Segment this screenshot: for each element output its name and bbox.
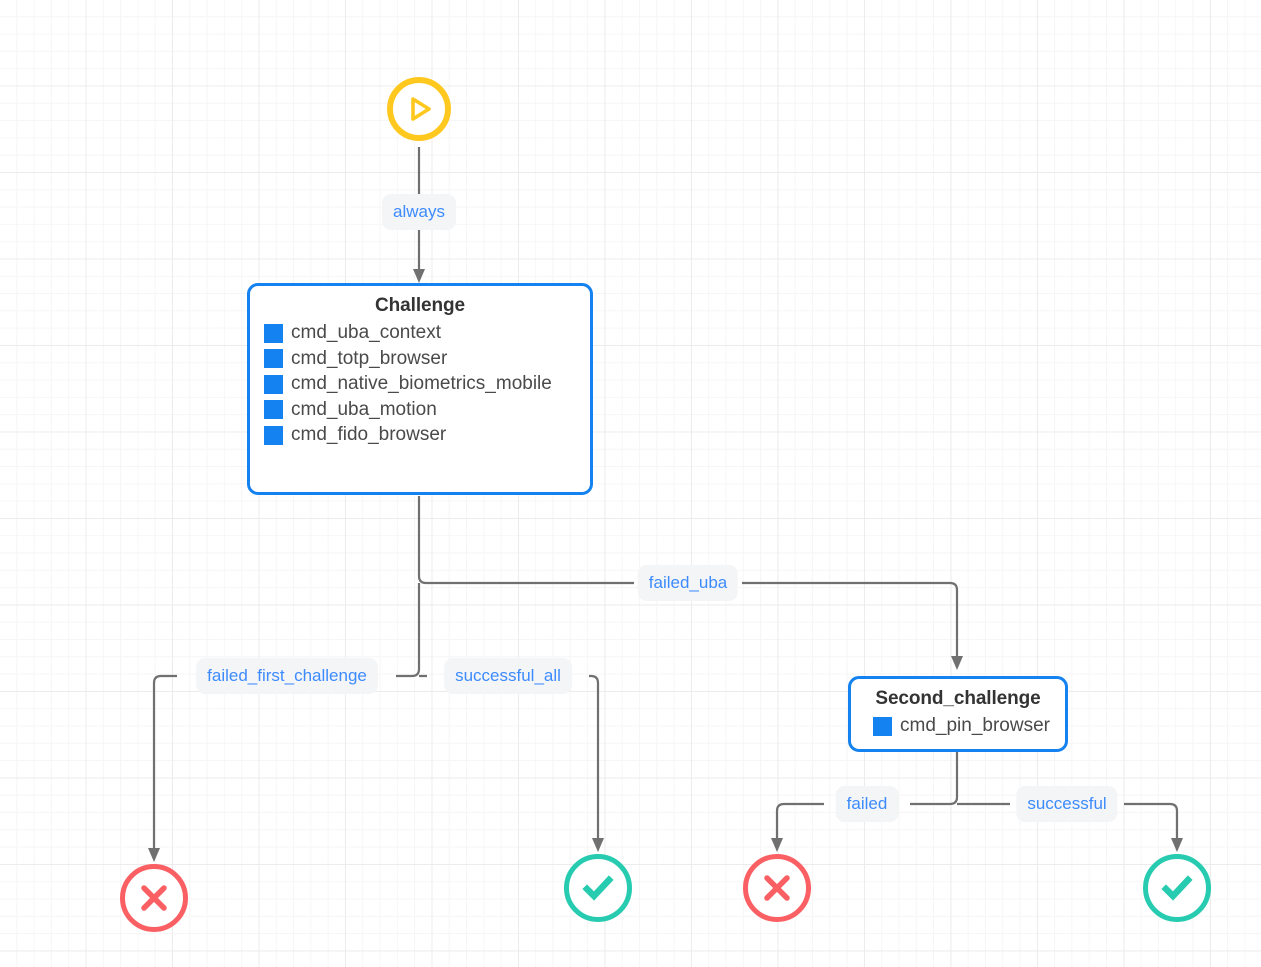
x-circle-icon [760, 871, 794, 905]
end-node-second-successful[interactable] [1143, 854, 1211, 922]
node-challenge-title: Challenge [375, 295, 465, 316]
end-node-failed-first-challenge[interactable] [120, 864, 188, 932]
command-swatch-icon [264, 323, 283, 343]
node-challenge-items: cmd_uba_context cmd_totp_browser cmd_nat… [264, 322, 576, 446]
node-challenge-item[interactable]: cmd_totp_browser [264, 347, 576, 370]
node-second-challenge-title: Second_challenge [875, 688, 1041, 709]
node-challenge-item-label: cmd_uba_motion [291, 398, 437, 420]
edge-label-successful[interactable]: successful [1016, 786, 1118, 822]
end-node-successful-all[interactable] [564, 854, 632, 922]
x-circle-icon [137, 881, 171, 915]
node-second-challenge[interactable]: Second_challenge cmd_pin_browser [848, 676, 1068, 752]
edge-failed-first-challenge [148, 583, 421, 862]
command-swatch-icon [264, 374, 283, 394]
node-second-challenge-items: cmd_pin_browser [865, 715, 1051, 737]
node-challenge-item[interactable]: cmd_native_biometrics_mobile [264, 374, 576, 395]
node-challenge[interactable]: Challenge cmd_uba_context cmd_totp_brows… [247, 283, 593, 495]
edge-label-failed-first-challenge[interactable]: failed_first_challenge [196, 658, 378, 694]
node-challenge-item-label: cmd_fido_browser [291, 424, 447, 446]
edge-label-failed-uba[interactable]: failed_uba [637, 565, 739, 601]
edge-successful-all [419, 674, 604, 852]
check-circle-icon [1159, 870, 1195, 906]
start-node[interactable] [387, 77, 451, 141]
command-swatch-icon [264, 425, 283, 445]
check-circle-icon [580, 870, 616, 906]
node-challenge-item-label: cmd_native_biometrics_mobile [291, 373, 552, 395]
edge-label-successful-all[interactable]: successful_all [444, 658, 572, 694]
command-swatch-icon [264, 400, 283, 420]
play-circle-icon [404, 94, 434, 124]
node-challenge-item[interactable]: cmd_uba_motion [264, 398, 576, 421]
node-second-challenge-item-label: cmd_pin_browser [900, 715, 1050, 736]
command-swatch-icon [264, 349, 283, 369]
edge-label-failed[interactable]: failed [835, 786, 899, 822]
node-second-challenge-item[interactable]: cmd_pin_browser [873, 715, 1051, 737]
end-node-second-failed[interactable] [743, 854, 811, 922]
node-challenge-item-label: cmd_totp_browser [291, 347, 448, 369]
command-swatch-icon [873, 716, 892, 736]
edge-label-always[interactable]: always [382, 194, 456, 230]
node-challenge-item-label: cmd_uba_context [291, 322, 441, 343]
node-challenge-item[interactable]: cmd_fido_browser [264, 425, 576, 446]
node-challenge-item[interactable]: cmd_uba_context [264, 322, 576, 344]
